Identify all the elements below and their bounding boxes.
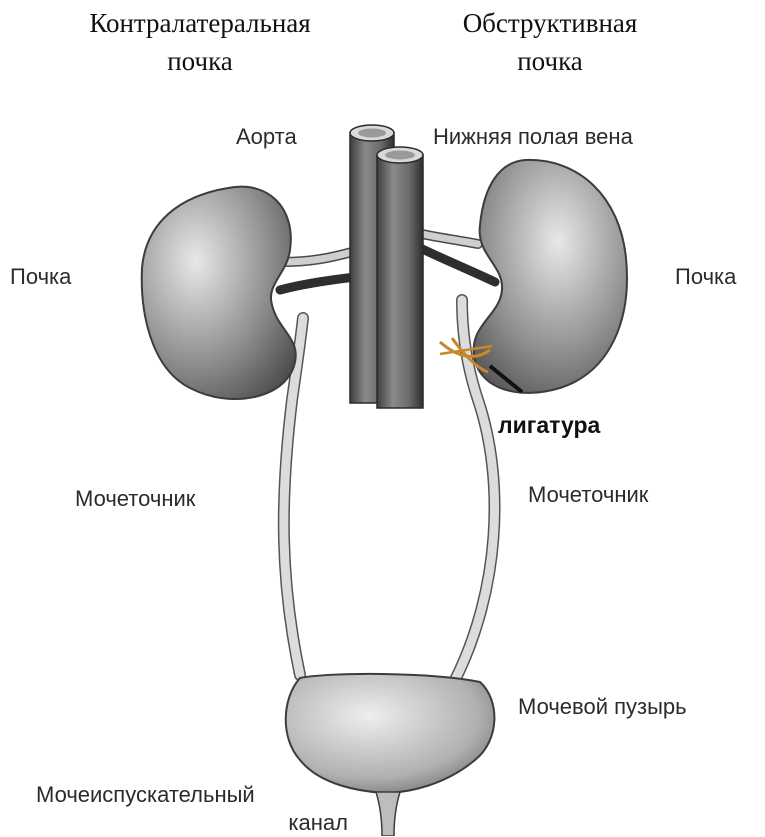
kidney-right: [474, 160, 627, 393]
label-ureter-right: Мочеточник: [528, 482, 648, 508]
label-urethra-line1: Мочеиспускательный: [36, 781, 354, 809]
urinary-bladder: [286, 674, 495, 793]
label-ureter-left: Мочеточник: [75, 486, 195, 512]
header-obstructive-kidney: Обструктивная почка: [425, 4, 675, 80]
header-right-line1: Обструктивная: [425, 4, 675, 42]
header-contralateral-kidney: Контралатеральная почка: [60, 4, 340, 80]
label-ligature: лигатура: [498, 412, 600, 439]
header-right-line2: почка: [425, 42, 675, 80]
inferior-vena-cava: [377, 147, 423, 408]
label-urethra: Мочеиспускательный канал: [36, 781, 354, 837]
label-kidney-left: Почка: [10, 264, 71, 290]
label-urethra-line2: канал: [36, 809, 354, 837]
header-left-line1: Контралатеральная: [60, 4, 340, 42]
urethra: [376, 792, 400, 836]
label-bladder: Мочевой пузырь: [518, 694, 687, 720]
label-vena-cava: Нижняя полая вена: [433, 124, 633, 150]
header-left-line2: почка: [60, 42, 340, 80]
kidney-left: [142, 187, 296, 399]
label-kidney-right: Почка: [675, 264, 736, 290]
label-aorta: Аорта: [236, 124, 297, 150]
